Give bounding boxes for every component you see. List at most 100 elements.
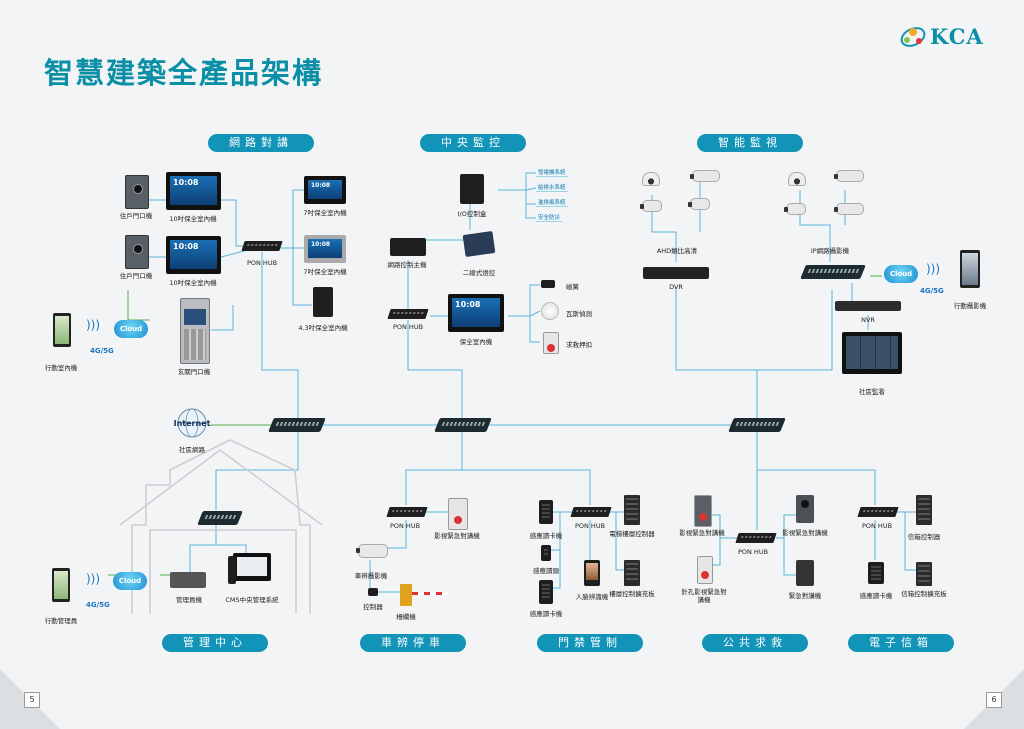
internet-label: Internet [173,419,211,428]
backbone-switch-center [434,418,492,432]
subsystem-ventilation: 進排風系統 [536,198,568,207]
page-number-left: 5 [24,692,40,708]
lpr-camera [356,544,388,558]
pon-hub-mailbox-label: PON HUB [861,522,893,530]
ip-camera-switch [800,265,866,279]
pin-emergency-intercom [697,556,713,584]
indoor-monitor-7-2: 10:08 [304,235,346,263]
lobby-door-unit-label: 玄關門口機 [177,368,211,376]
backbone-switch-left [268,418,326,432]
subsystem-water: 給排水系統 [536,183,568,192]
pon-hub-central-label: PON HUB [392,323,424,331]
backbone-switch-right [728,418,786,432]
card-reader-2-label: 感應讀卡機 [529,610,563,618]
mobile-indoor-label: 行動室內機 [44,364,78,372]
indoor-monitor-4-3-label: 4.3吋保全室內機 [298,324,348,332]
mailbox-card-reader-label: 感應讀卡機 [859,592,893,600]
lobby-door-unit [180,298,210,364]
logo-icon [900,27,926,47]
emergency-intercom [796,560,814,586]
dvr-recorder [643,267,709,279]
ahd-bullet-camera-1 [690,170,720,182]
pon-hub-access [570,507,612,517]
mailbox-expander-label: 信箱控制擴充板 [901,590,947,598]
indoor-monitor-10-1-label: 10吋保全室內機 [169,215,217,223]
door-unit-1 [125,175,149,209]
cloud-icon-1: Cloud [114,320,148,338]
gas-detector-label: 瓦斯偵測 [566,310,592,318]
parking-controller-label: 控制器 [363,603,383,611]
ip-bullet-camera-2 [784,203,806,215]
emergency-video-intercom-1-label: 影視緊急對講機 [679,529,725,537]
pon-hub-parking [386,507,428,517]
manager-console-label: 管理員機 [176,596,202,604]
mailbox-card-reader [868,562,884,584]
ahd-bullet-camera-2 [640,200,662,212]
barrier-arm [412,592,448,595]
pin-emergency-intercom-label: 針孔影視緊急對講機 [681,588,727,605]
emergency-intercom-label: 緊急對講機 [788,592,822,600]
section-e-mailbox: 電子信箱 [848,634,954,652]
network-controller [390,238,426,256]
pon-hub-public [735,533,777,543]
indoor-monitor-7-1-label: 7吋保全室內機 [303,209,347,217]
indoor-monitor-7-1-time: 10:08 [308,180,342,199]
network-4g5g-2: 4G/5G [920,287,944,295]
section-public-rescue: 公共求救 [702,634,808,652]
io-control-box [460,174,484,204]
brand-logo: KCA [898,22,998,52]
manager-console [170,572,206,588]
cloud-icon-3: Cloud [113,572,147,590]
floor-control-expander-label: 樓層控制擴充板 [609,590,655,598]
security-indoor-monitor-time: 10:08 [452,298,500,327]
cms-pc-tower [228,556,236,584]
network-4g5g-1: 4G/5G [90,347,114,355]
security-indoor-monitor: 10:08 [448,294,504,332]
mobile-cam-phone [960,250,980,288]
parking-emergency-intercom-label: 影視緊急對講機 [434,532,480,540]
dvr-label: DVR [669,283,683,291]
page-title: 智慧建築全產品架構 [44,56,324,90]
subsystem-generator: 發電機系統 [536,168,568,177]
cms-label: CMS中央管理系統 [225,596,279,604]
cms-monitor [233,553,271,581]
face-recognition-terminal [584,560,600,586]
community-monitor-screen [842,332,902,374]
card-reader-1 [539,500,553,524]
mobile-manager-label: 行動管理員 [44,617,78,625]
elevator-floor-controller [624,495,640,525]
nvr-label: NVR [861,316,875,324]
mobile-indoor-phone [53,313,71,347]
indoor-monitor-10-2-time: 10:08 [170,240,217,269]
wifi-icon-2: ))) [926,262,941,276]
section-central-control: 中央監控 [420,134,526,152]
wifi-icon-3: ))) [86,572,101,586]
door-unit-2 [125,235,149,269]
network-controller-label: 網路控制主機 [387,261,427,269]
pon-hub-management [197,511,243,525]
io-control-box-label: I/O控制盒 [457,210,487,218]
section-smart-surveillance: 智能監視 [697,134,803,152]
mobile-manager-phone [52,568,70,602]
pon-hub-parking-label: PON HUB [389,522,421,530]
wifi-icon-1: ))) [86,318,101,332]
cloud-icon-2: Cloud [884,265,918,283]
page-number-right: 6 [986,692,1002,708]
ip-bullet-camera-1 [834,170,864,182]
two-wire-lighting [462,231,496,257]
door-magnet-label: 磁簧 [566,283,579,291]
emergency-video-intercom-1 [694,495,712,527]
logo-text: KCA [930,24,984,49]
network-4g5g-3: 4G/5G [86,601,110,609]
mailbox-controller-label: 信箱控制器 [907,533,941,541]
ip-camera-label: IP網路攝影機 [810,247,850,255]
indoor-monitor-7-1: 10:08 [304,176,346,204]
two-wire-lighting-label: 二線式燈控 [462,269,496,277]
card-read-head-label: 感應讀頭 [533,567,559,575]
pon-hub-mailbox [857,507,899,517]
pon-hub-public-label: PON HUB [737,548,769,556]
security-indoor-monitor-label: 保全室內機 [459,338,493,346]
gas-detector [541,302,559,320]
